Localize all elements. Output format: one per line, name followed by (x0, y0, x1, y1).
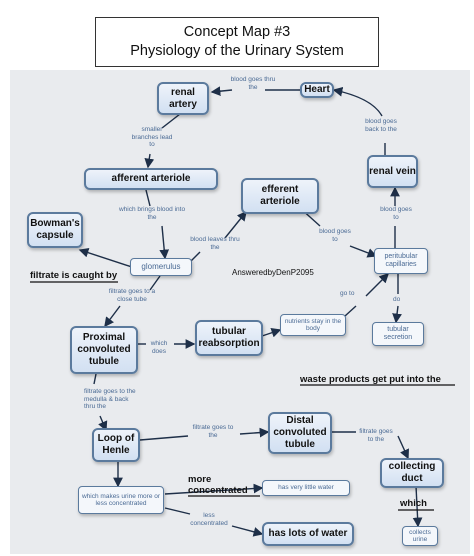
node-renal-artery: renal artery (157, 82, 209, 115)
title-box: Concept Map #3 Physiology of the Urinary… (95, 17, 379, 67)
node-nutrients-stay: nutrients stay in the body (280, 314, 346, 336)
node-heart: Heart (300, 82, 334, 98)
title-line-1: Concept Map #3 (183, 24, 291, 40)
link-smaller-branches-lead-to: smaller branches lead to (131, 126, 173, 148)
node-renal-vein: renal vein (367, 155, 418, 188)
node-bowmans-capsule: Bowman's capsule (27, 212, 83, 248)
node-peritubular-capillaries: peritubular capillaries (374, 248, 428, 274)
answer-which: which (400, 498, 427, 509)
node-collecting-duct: collecting duct (380, 458, 444, 488)
node-glomerulus: glomerulus (130, 258, 192, 276)
link-which-does: which does (150, 340, 168, 355)
node-tubular-reabsorption: tubular reabsorption (195, 320, 263, 356)
watermark-text: AnsweredbyDenP2095 (232, 268, 314, 277)
link-go-to: go to (340, 290, 355, 297)
node-distal-convoluted-tubule: Distal convoluted tubule (268, 412, 332, 454)
node-lots-of-water: has lots of water (262, 522, 354, 546)
title-line-2: Physiology of the Urinary System (130, 43, 344, 59)
link-filtrate-goes-to-a-close-tube: filtrate goes to a close tube (108, 288, 156, 303)
answer-waste-products: waste products get put into the (300, 374, 441, 385)
link-filtrate-goes-to-the-medulla: filtrate goes to the medulla & back thru… (84, 388, 136, 410)
node-collects-urine: collects urine (402, 526, 438, 546)
link-less-concentrated: less concentrated (190, 512, 228, 527)
answer-filtrate-caught-by: filtrate is caught by (30, 270, 118, 281)
answer-more-concentrated: more concentrated (188, 474, 248, 496)
link-blood-goes-back-to-the: blood goes back to the (365, 118, 397, 133)
node-very-little-water: has very little water (262, 480, 350, 496)
link-which-brings-blood-into-the: which brings blood into the (118, 206, 186, 221)
node-makes-urine: which makes urine more or less concentra… (78, 486, 164, 514)
link-blood-goes-to: blood goes to (319, 228, 351, 243)
link-filtrate-goes-to-the-duct: filtrate goes to the (359, 428, 393, 443)
link-blood-leaves-thru-the: blood leaves thru the (190, 236, 240, 251)
node-proximal-convoluted-tubule: Proximal convoluted tubule (70, 326, 138, 374)
link-do: do (393, 296, 401, 303)
node-afferent-arteriole: afferent arteriole (84, 168, 218, 190)
node-tubular-secretion: tubular secretion (372, 322, 424, 346)
node-efferent-arteriole: efferent arteriole (241, 178, 319, 214)
link-filtrate-goes-to-the-distal: filtrate goes to the (192, 424, 234, 439)
node-loop-of-henle: Loop of Henle (92, 428, 140, 462)
link-blood-goes-to-vein: blood goes to (380, 206, 412, 221)
link-blood-goes-thru-the: blood goes thru the (230, 76, 276, 91)
